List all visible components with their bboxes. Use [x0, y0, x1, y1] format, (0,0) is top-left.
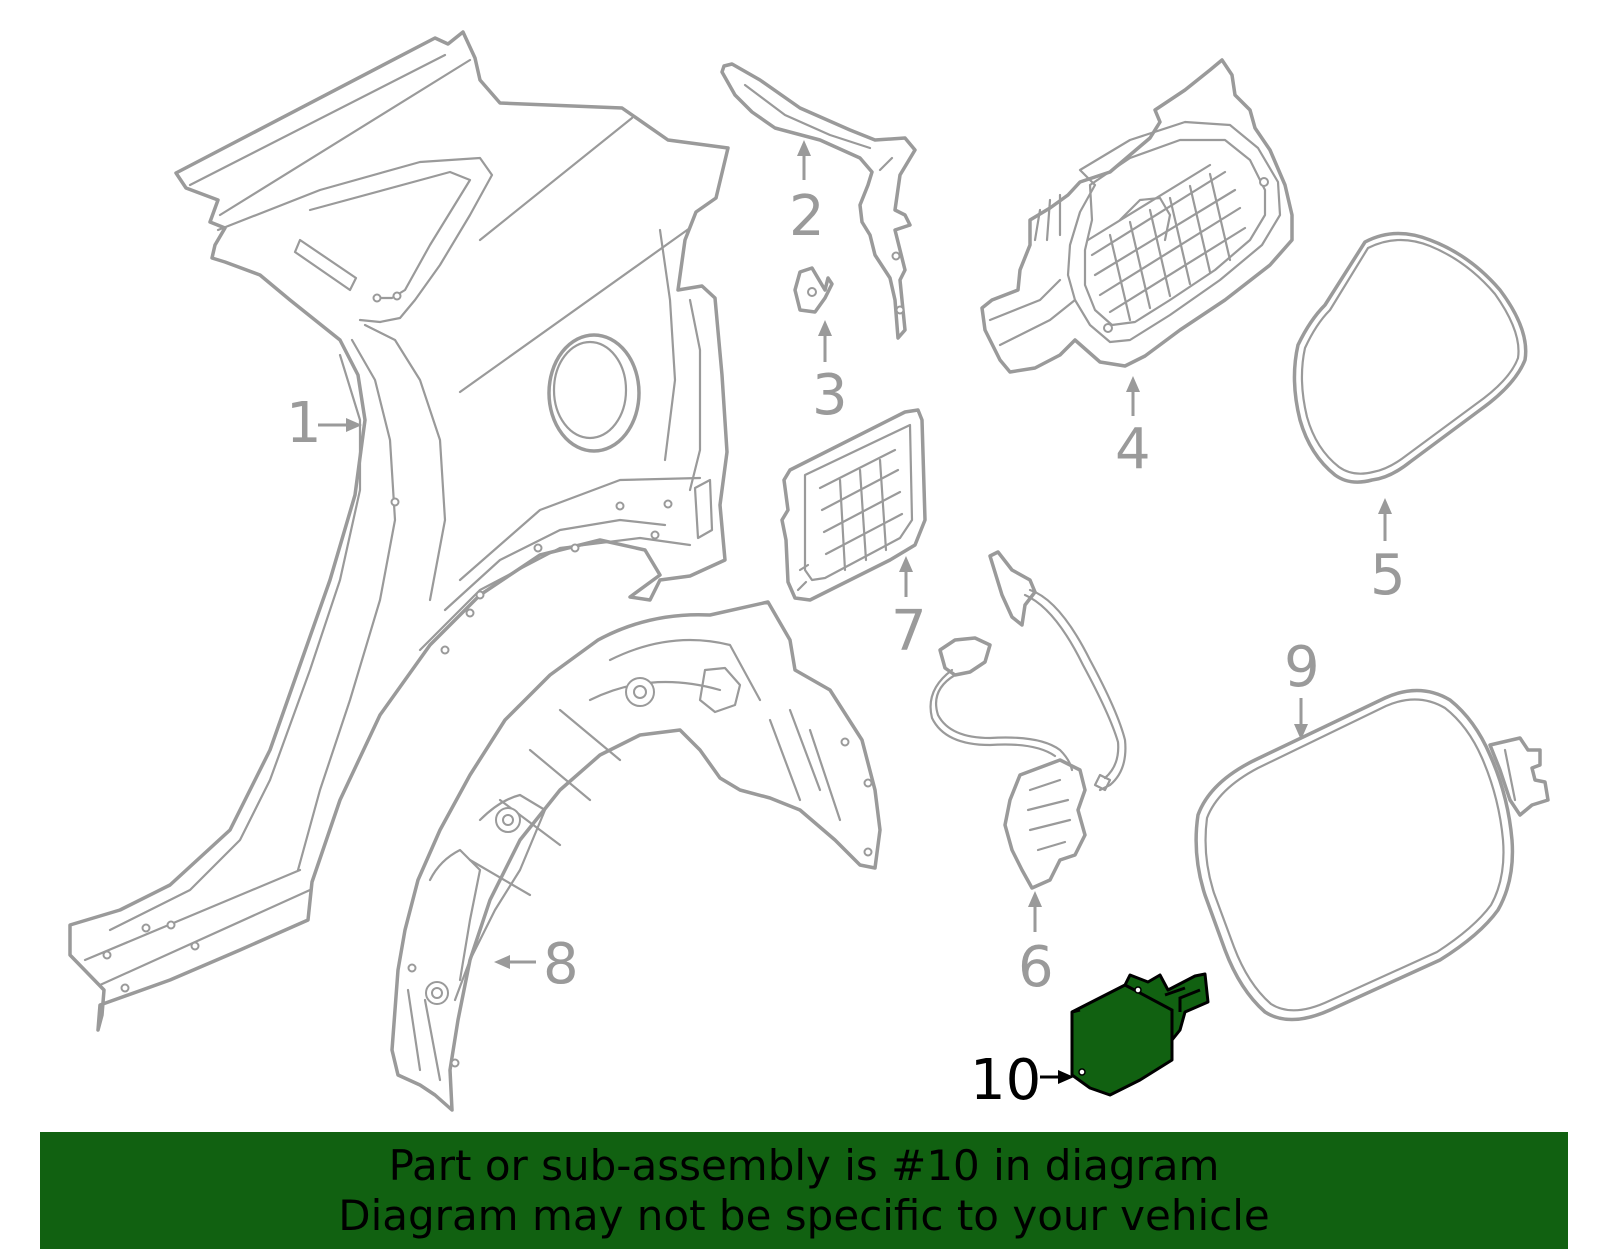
callout-4: 4: [1115, 376, 1151, 482]
svg-text:8: 8: [543, 932, 579, 997]
svg-text:9: 9: [1284, 635, 1320, 700]
svg-text:7: 7: [891, 599, 927, 664]
fuel-door-part: [1194, 688, 1550, 1022]
svg-text:5: 5: [1370, 543, 1406, 608]
callout-2: 2: [789, 140, 825, 249]
callout-8: 8: [494, 932, 579, 997]
release-cable-part: [929, 550, 1127, 890]
info-banner: Part or sub-assembly is #10 in diagram D…: [40, 1132, 1568, 1249]
svg-text:3: 3: [812, 363, 848, 428]
callout-1: 1: [286, 391, 362, 456]
callout-6: 6: [1018, 891, 1054, 1000]
callout-10: 10: [970, 1048, 1074, 1113]
banner-line-1: Part or sub-assembly is #10 in diagram: [388, 1140, 1220, 1190]
callout-3: 3: [812, 320, 848, 428]
svg-text:4: 4: [1115, 417, 1151, 482]
clip-part: [793, 266, 834, 314]
callout-9: 9: [1284, 635, 1320, 740]
bracket-part: [720, 62, 917, 340]
svg-text:10: 10: [970, 1048, 1041, 1113]
callout-7: 7: [891, 556, 927, 664]
svg-text:2: 2: [789, 184, 825, 249]
gasket-part: [1292, 231, 1528, 484]
vent-grille-part: [780, 408, 927, 602]
fuel-door-housing-part: [980, 58, 1294, 374]
wheel-liner-part: [390, 600, 882, 1112]
banner-line-2: Diagram may not be specific to your vehi…: [338, 1190, 1270, 1240]
svg-text:1: 1: [286, 391, 322, 456]
control-module-part: [1070, 972, 1210, 1097]
svg-text:6: 6: [1018, 935, 1054, 1000]
callout-5: 5: [1370, 498, 1406, 608]
quarter-panel-part: [68, 30, 730, 1032]
